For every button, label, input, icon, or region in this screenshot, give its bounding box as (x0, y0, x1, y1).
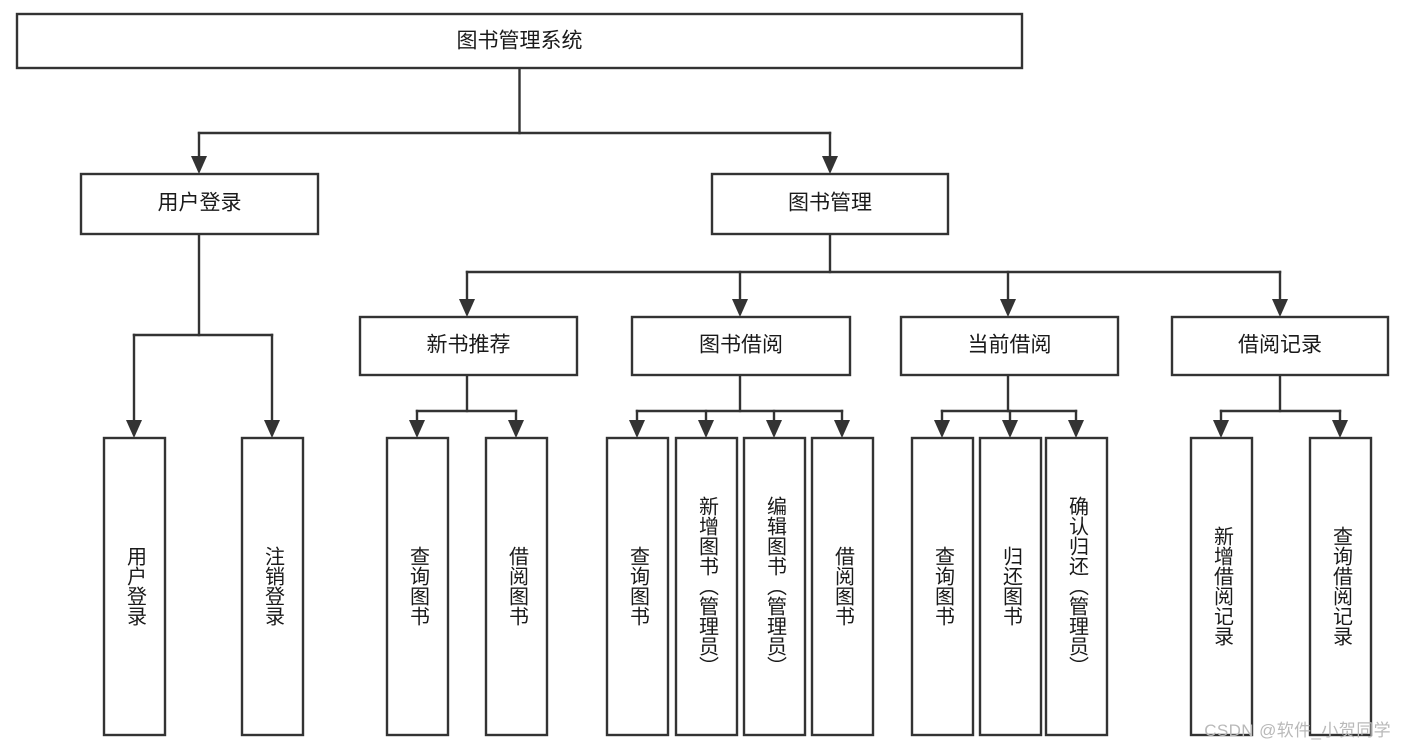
node-leaf-add-record[interactable]: 新增借阅记录 (1189, 436, 1254, 737)
node-book-borrow-box[interactable] (630, 315, 852, 377)
node-borrow-record-box[interactable] (1170, 315, 1390, 377)
node-leaf-borrow-book-2-label: 借阅图书 (832, 546, 855, 626)
node-leaf-query-book-3-box[interactable] (910, 436, 975, 737)
node-root-box[interactable] (15, 12, 1024, 70)
arrowhead-leaf-add-record (1213, 420, 1229, 438)
node-leaf-add-book[interactable]: 新增图书（管理员） (674, 436, 739, 737)
node-leaf-query-book-1-box[interactable] (385, 436, 450, 737)
node-leaf-add-record-label: 新增借阅记录 (1211, 526, 1234, 646)
connector-layer (126, 66, 1348, 438)
node-leaf-edit-book[interactable]: 编辑图书（管理员） (742, 436, 807, 737)
arrowhead-borrow-record (1272, 299, 1288, 317)
node-leaf-query-book-1-label: 查询图书 (407, 546, 430, 626)
arrowhead-leaf-user-login (126, 420, 142, 438)
arrowhead-leaf-add-book (698, 420, 714, 438)
watermark: CSDN @软件_小贺同学 (1204, 721, 1391, 740)
arrowhead-leaf-logout-login (264, 420, 280, 438)
node-leaf-borrow-book-1-box[interactable] (484, 436, 549, 737)
node-current-borrow-box[interactable] (899, 315, 1120, 377)
node-book-management[interactable]: 图书管理 (710, 172, 950, 236)
node-borrow-record-label: 借阅记录 (1238, 334, 1322, 357)
arrowhead-leaf-return-book (1002, 420, 1018, 438)
node-leaf-query-book-3-label: 查询图书 (932, 546, 955, 626)
node-book-management-box[interactable] (710, 172, 950, 236)
arrowhead-leaf-query-record (1332, 420, 1348, 438)
node-current-borrow[interactable]: 当前借阅 (899, 315, 1120, 377)
node-new-book-recommend[interactable]: 新书推荐 (358, 315, 579, 377)
node-new-book-recommend-label: 新书推荐 (427, 334, 511, 357)
node-book-management-label: 图书管理 (788, 192, 872, 215)
arrowhead-leaf-query-book-2 (629, 420, 645, 438)
arrowhead-leaf-borrow-book-2 (834, 420, 850, 438)
node-leaf-user-login-label: 用户登录 (124, 546, 147, 626)
node-leaf-query-record-box[interactable] (1308, 436, 1373, 737)
node-leaf-return-book[interactable]: 归还图书 (978, 436, 1043, 737)
node-user-login-box[interactable] (79, 172, 320, 236)
node-leaf-add-book-label: 新增图书（管理员） (696, 496, 719, 676)
node-book-borrow-label: 图书借阅 (699, 334, 783, 357)
node-leaf-borrow-book-2[interactable]: 借阅图书 (810, 436, 875, 737)
arrowhead-new-book-recommend (459, 299, 475, 317)
node-leaf-user-login-box[interactable] (102, 436, 167, 737)
arrowhead-leaf-borrow-book-1 (508, 420, 524, 438)
node-user-login-label: 用户登录 (158, 192, 242, 215)
arrowhead-user-login (191, 156, 207, 174)
node-leaf-confirm-return[interactable]: 确认归还（管理员） (1044, 436, 1109, 737)
node-leaf-logout-login-box[interactable] (240, 436, 305, 737)
node-book-borrow[interactable]: 图书借阅 (630, 315, 852, 377)
node-leaf-edit-book-box[interactable] (742, 436, 807, 737)
node-leaf-confirm-return-box[interactable] (1044, 436, 1109, 737)
arrowhead-book-borrow (732, 299, 748, 317)
node-leaf-query-book-2-label: 查询图书 (627, 546, 650, 626)
node-leaf-logout-login[interactable]: 注销登录 (240, 436, 305, 737)
node-leaf-query-record[interactable]: 查询借阅记录 (1308, 436, 1373, 737)
node-leaf-add-book-box[interactable] (674, 436, 739, 737)
node-leaf-add-record-box[interactable] (1189, 436, 1254, 737)
node-current-borrow-label: 当前借阅 (968, 334, 1052, 357)
node-leaf-query-book-1[interactable]: 查询图书 (385, 436, 450, 737)
node-new-book-recommend-box[interactable] (358, 315, 579, 377)
node-leaf-borrow-book-1-label: 借阅图书 (506, 546, 529, 626)
node-leaf-return-book-box[interactable] (978, 436, 1043, 737)
node-leaf-edit-book-label: 编辑图书（管理员） (764, 496, 787, 676)
node-leaf-borrow-book-2-box[interactable] (810, 436, 875, 737)
arrowhead-leaf-query-book-3 (934, 420, 950, 438)
node-leaf-logout-login-label: 注销登录 (262, 546, 285, 626)
arrowhead-leaf-confirm-return (1068, 420, 1084, 438)
node-leaf-borrow-book-1[interactable]: 借阅图书 (484, 436, 549, 737)
node-leaf-return-book-label: 归还图书 (1000, 546, 1023, 626)
node-root[interactable]: 图书管理系统 (15, 12, 1024, 70)
arrowhead-leaf-edit-book (766, 420, 782, 438)
node-leaf-query-book-2-box[interactable] (605, 436, 670, 737)
node-leaf-confirm-return-label: 确认归还（管理员） (1066, 496, 1089, 676)
node-leaf-user-login[interactable]: 用户登录 (102, 436, 167, 737)
node-leaf-query-book-3[interactable]: 查询图书 (910, 436, 975, 737)
node-user-login[interactable]: 用户登录 (79, 172, 320, 236)
arrowhead-book-management (822, 156, 838, 174)
node-leaf-query-book-2[interactable]: 查询图书 (605, 436, 670, 737)
node-borrow-record[interactable]: 借阅记录 (1170, 315, 1390, 377)
arrowhead-leaf-query-book-1 (409, 420, 425, 438)
arrowhead-current-borrow (1000, 299, 1016, 317)
node-leaf-query-record-label: 查询借阅记录 (1330, 526, 1353, 646)
node-root-label: 图书管理系统 (457, 30, 583, 53)
